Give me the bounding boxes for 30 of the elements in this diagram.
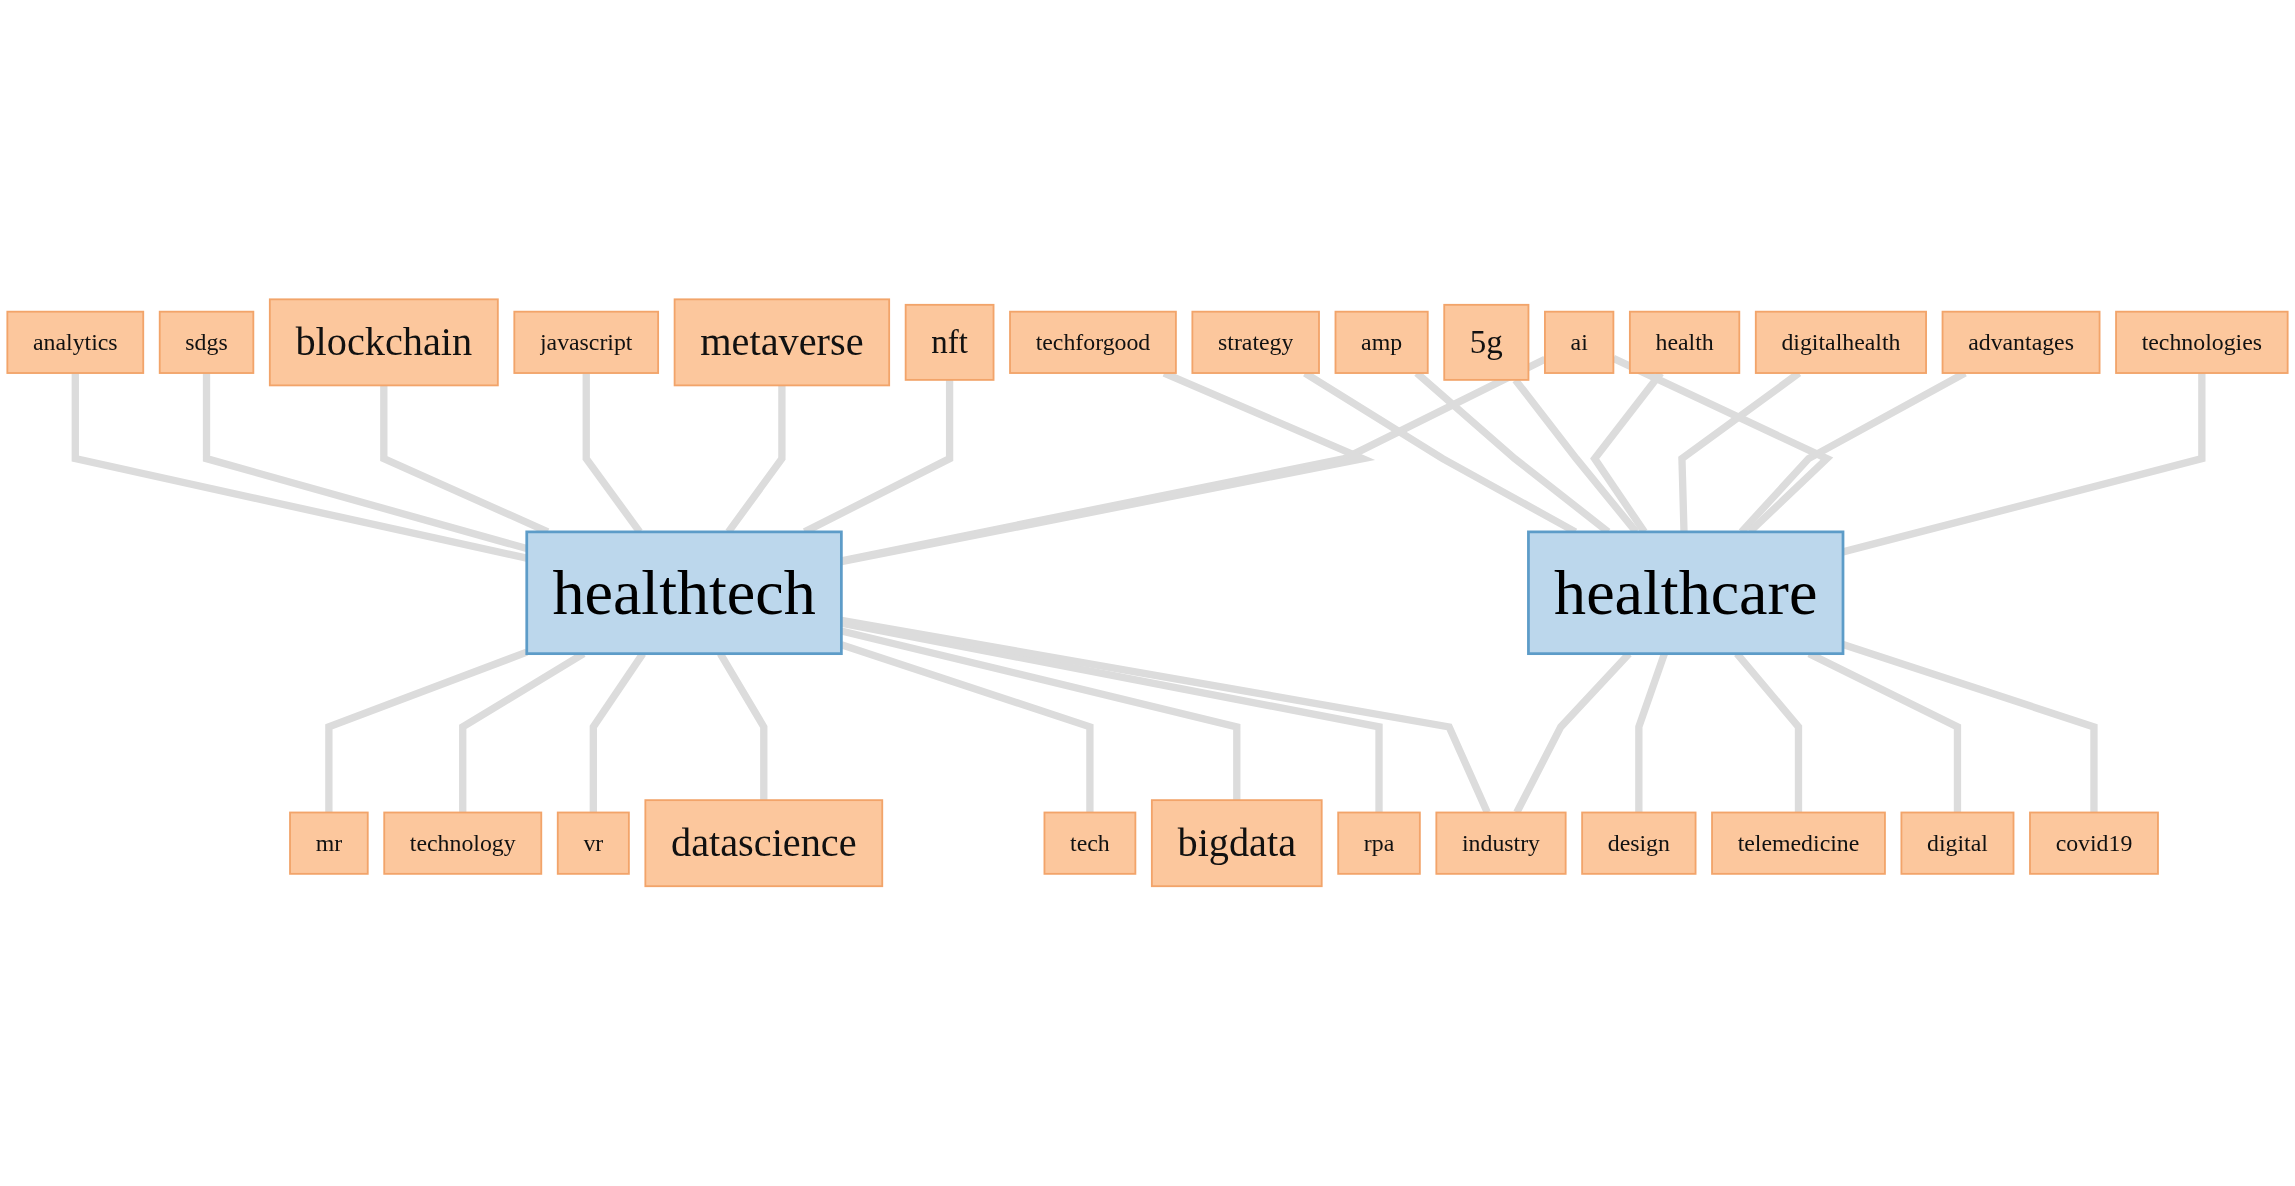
node-box: analytics <box>6 311 145 375</box>
node-box: tech <box>1043 811 1137 875</box>
node-box: blockchain <box>268 298 499 387</box>
node-box: design <box>1581 811 1697 875</box>
node-box: datascience <box>644 799 884 888</box>
node-box: vr <box>556 811 630 875</box>
node-box: covid19 <box>2029 811 2159 875</box>
node-box: amp <box>1334 311 1429 375</box>
node-box: technology <box>383 811 543 875</box>
node-box: nft <box>904 304 995 382</box>
node-box: metaverse <box>673 298 891 387</box>
connector <box>325 649 529 813</box>
node-box: industry <box>1435 811 1567 875</box>
node-box: rpa <box>1337 811 1421 875</box>
node-box: 5g <box>1443 304 1530 382</box>
node-box: advantages <box>1941 311 2101 375</box>
node-box: techforgood <box>1009 311 1177 375</box>
node-box: digital <box>1900 811 2015 875</box>
node-box: healthcare <box>1527 530 1845 656</box>
node-box: bigdata <box>1150 799 1323 888</box>
node-box: technologies <box>2115 311 2289 375</box>
node-box: ai <box>1544 311 1615 375</box>
node-box: javascript <box>513 311 660 375</box>
node-box: sdgs <box>158 311 255 375</box>
node-box: mr <box>289 811 369 875</box>
node-box: healthtech <box>525 530 843 656</box>
node-box: strategy <box>1191 311 1320 375</box>
node-box: health <box>1628 311 1741 375</box>
node-box: digitalhealth <box>1754 311 1927 375</box>
node-box: telemedicine <box>1711 811 1886 875</box>
